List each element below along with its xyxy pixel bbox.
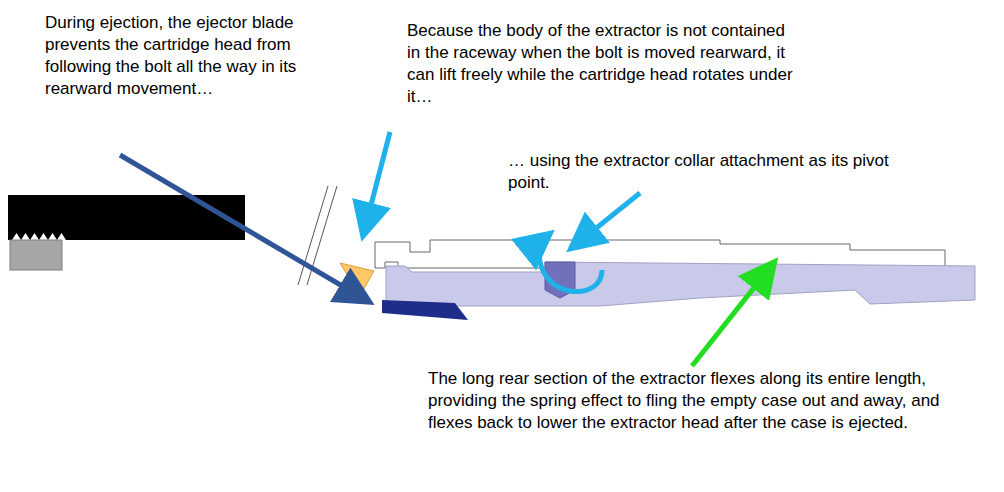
callout-note: Because the body of the extractor is not… — [407, 20, 802, 108]
leader-arrow — [692, 265, 772, 366]
ejector-blade — [382, 300, 468, 320]
barrel-thread — [12, 233, 66, 240]
rotation-arrow — [539, 236, 602, 292]
leader-arrow — [364, 132, 390, 232]
barrel-lug — [10, 240, 62, 270]
leader-arrow — [120, 155, 366, 300]
callout-note: The long rear section of the extractor f… — [428, 368, 948, 434]
barrel — [8, 195, 245, 240]
extractor-head — [340, 263, 374, 296]
bolt-body — [386, 262, 975, 306]
callout-note: … using the extractor collar attachment … — [508, 150, 908, 194]
callout-note: During ejection, the ejector blade preve… — [45, 12, 310, 100]
leader-arrow — [574, 193, 640, 246]
